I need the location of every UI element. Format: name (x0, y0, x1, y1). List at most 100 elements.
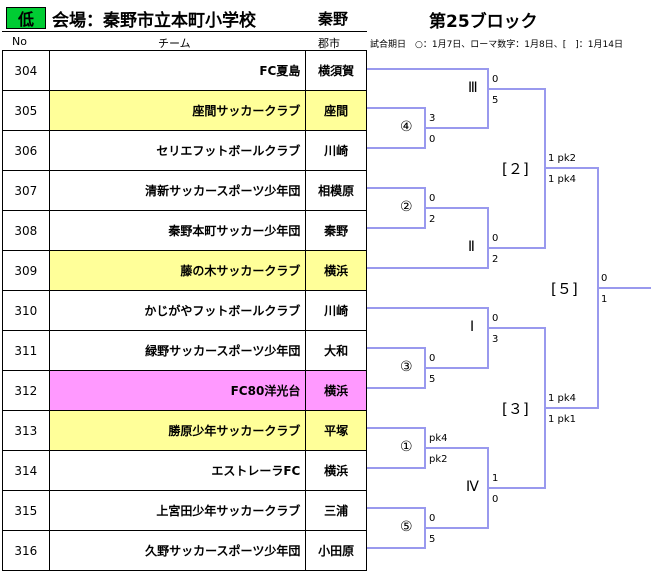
venue-title: 会場：秦野市立本町小学校 (52, 11, 256, 31)
semifinal-3-score-top: 1 pk4 (548, 393, 577, 404)
match-3-label: ③ (400, 359, 413, 375)
title-underline (2, 31, 367, 32)
team-number: 308 (2, 210, 50, 251)
round2-III-label: Ⅲ (468, 80, 478, 96)
match-5-label: ⑤ (400, 519, 413, 535)
block-title: 第25ブロック (429, 12, 538, 32)
team-city: 平塚 (305, 410, 367, 451)
team-number: 310 (2, 290, 50, 331)
team-city: 相模原 (305, 170, 367, 211)
bracket-line-rIV (488, 408, 546, 489)
team-city: 横浜 (305, 250, 367, 291)
match-5-score-bottom: 5 (429, 534, 436, 545)
match-3-score-top: 0 (429, 353, 436, 364)
bracket-line-m4 (367, 107, 426, 149)
team-city: 横浜 (305, 450, 367, 491)
column-header-no: No (12, 35, 27, 48)
team-city: 川崎 (305, 290, 367, 331)
match-3-score-bottom: 5 (429, 374, 436, 385)
match-1-label: ① (400, 439, 413, 455)
bracket-line-s2 (545, 167, 599, 288)
bracket-line-310 (367, 307, 489, 328)
venue-city: 秦野 (318, 10, 349, 28)
match-1-score-bottom: pk2 (429, 454, 448, 465)
round2-II-score-bottom: 2 (492, 254, 499, 265)
team-number: 305 (2, 90, 50, 131)
team-city: 三浦 (305, 490, 367, 531)
match-5-score-top: 0 (429, 513, 436, 524)
round2-II-score-top: 0 (492, 233, 499, 244)
team-name: FC80洋光台 (48, 370, 307, 411)
final-5-score-top: 0 (601, 273, 608, 284)
bracket-line-304 (367, 68, 489, 89)
final-5-score-bottom: 1 (601, 294, 608, 305)
team-name: 藤の木サッカークラブ (48, 250, 307, 291)
team-city: 座間 (305, 90, 367, 131)
team-name: 久野サッカースポーツ少年団 (48, 530, 307, 571)
bracket-line-m1-out (425, 447, 489, 488)
team-city: 小田原 (305, 530, 367, 571)
semifinal-2-score-top: 1 pk2 (548, 153, 577, 164)
match-2-score-bottom: 2 (429, 214, 436, 225)
team-name: エストレーラFC (48, 450, 307, 491)
team-city: 秦野 (305, 210, 367, 251)
bracket-line-m1 (367, 427, 426, 469)
bracket-line-rIII (488, 88, 546, 168)
round2-I-score-bottom: 3 (492, 334, 499, 345)
round2-I-score-top: 0 (492, 313, 499, 324)
team-number: 307 (2, 170, 50, 211)
bracket-line-m2 (367, 187, 426, 229)
bracket-line-m2-out (425, 207, 489, 248)
match-4-score-bottom: 0 (429, 134, 436, 145)
team-name: 清新サッカースポーツ少年団 (48, 170, 307, 211)
team-number: 316 (2, 530, 50, 571)
bracket-line-m3-out (425, 328, 489, 369)
column-header-city: 郡市 (318, 37, 340, 50)
team-name: 緑野サッカースポーツ少年団 (48, 330, 307, 371)
semifinal-2-score-bottom: 1 pk4 (548, 174, 577, 185)
match-4-label: ④ (400, 119, 413, 135)
bracket-line-m3 (367, 347, 426, 389)
round2-I-label: Ⅰ (470, 319, 475, 335)
bracket-line-s3 (545, 288, 599, 409)
round2-IV-score-top: 1 (492, 473, 499, 484)
team-number: 315 (2, 490, 50, 531)
round2-III-score-bottom: 5 (492, 95, 499, 106)
team-name: 上宮田少年サッカークラブ (48, 490, 307, 531)
final-5-label: [５] (551, 280, 578, 298)
team-name: 座間サッカークラブ (48, 90, 307, 131)
match-dates-legend: 試合期日 ○：1月7日、ローマ数字：1月8日、[ ]：1月14日 (370, 40, 623, 50)
bracket-line-m5-out (425, 488, 489, 529)
bracket-line-m5 (367, 507, 426, 549)
team-number: 312 (2, 370, 50, 411)
bracket-line-m4-out (425, 89, 489, 129)
bracket-line-rII (488, 168, 546, 249)
team-number: 311 (2, 330, 50, 371)
round2-IV-label: Ⅳ (466, 479, 479, 495)
round2-III-score-top: 0 (492, 74, 499, 85)
round2-II-label: Ⅱ (468, 239, 475, 255)
match-1-score-top: pk4 (429, 433, 448, 444)
match-2-label: ② (400, 199, 413, 215)
column-header-team: チーム (158, 37, 191, 50)
semifinal-3-label: [３] (502, 400, 529, 418)
bracket-line-rI (488, 327, 546, 408)
level-badge: 低 (6, 7, 46, 29)
semifinal-3-score-bottom: 1 pk1 (548, 414, 577, 425)
team-number: 304 (2, 50, 50, 91)
team-name: FC夏島 (48, 50, 307, 91)
semifinal-2-label: [２] (502, 160, 529, 178)
